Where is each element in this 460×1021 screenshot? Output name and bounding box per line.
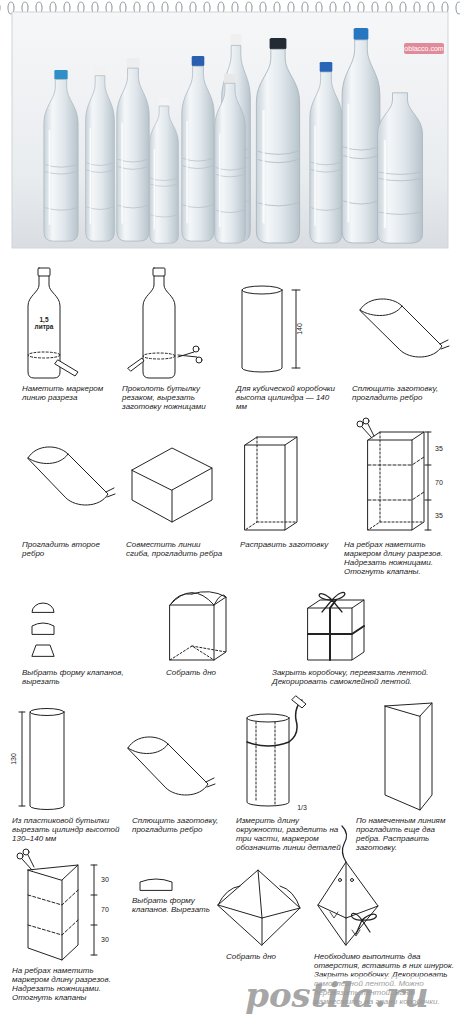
dimension: 35 [431,512,447,520]
step-caption: Собрать дно [166,668,256,677]
step-caption: Наметить маркером линию разреза [22,384,114,402]
dimension: 30 [97,876,113,884]
step-caption: Выбрать форму клапанов, вырезать [22,668,132,686]
step-caption: Проколоть бутылку резаком, вырезать заго… [122,384,224,411]
step-caption: По намеченным линиям прогладить еще два … [356,816,456,852]
dimension: 30 [97,936,113,944]
dimension: 70 [97,906,113,914]
dimension: 130 [10,747,18,771]
step-caption: Расправить заготовку [240,540,332,549]
step-caption: Выбрать форму клапанов. Вырезать [132,896,228,914]
step-caption: Совместить линии сгиба, прогладить ребра [126,540,226,558]
step-caption: Сплющить заготовку, прогладить ребро [132,816,228,834]
step-caption: Закрыть коробочку, перевязать лентой. Де… [272,668,452,686]
volume-label: 1,5 литра [30,316,58,330]
step-caption: Сплющить заготовку, прогладить ребро [352,384,456,402]
step-caption: На ребрах наметить маркером длину разрез… [12,966,124,1002]
dimension: 70 [431,479,447,487]
step-caption: Прогладить второе ребро [22,540,114,558]
watermark: oblacco.com [404,43,444,54]
step-caption: Для кубической коробочки высота цилиндра… [236,384,340,411]
step-caption: Из пластиковой бутылки вырезать цилиндр … [12,816,122,843]
step-caption: Измерить длину окружности, разделить на … [236,816,346,852]
watermark: postila.ru [232,976,442,1014]
dimension: 140 [296,317,304,341]
step-caption: На ребрах наметить маркером длину разрез… [344,540,458,576]
step-caption: Собрать дно [226,952,306,961]
fraction-label: 1/3 [292,804,312,812]
dimension: 35 [431,445,447,453]
